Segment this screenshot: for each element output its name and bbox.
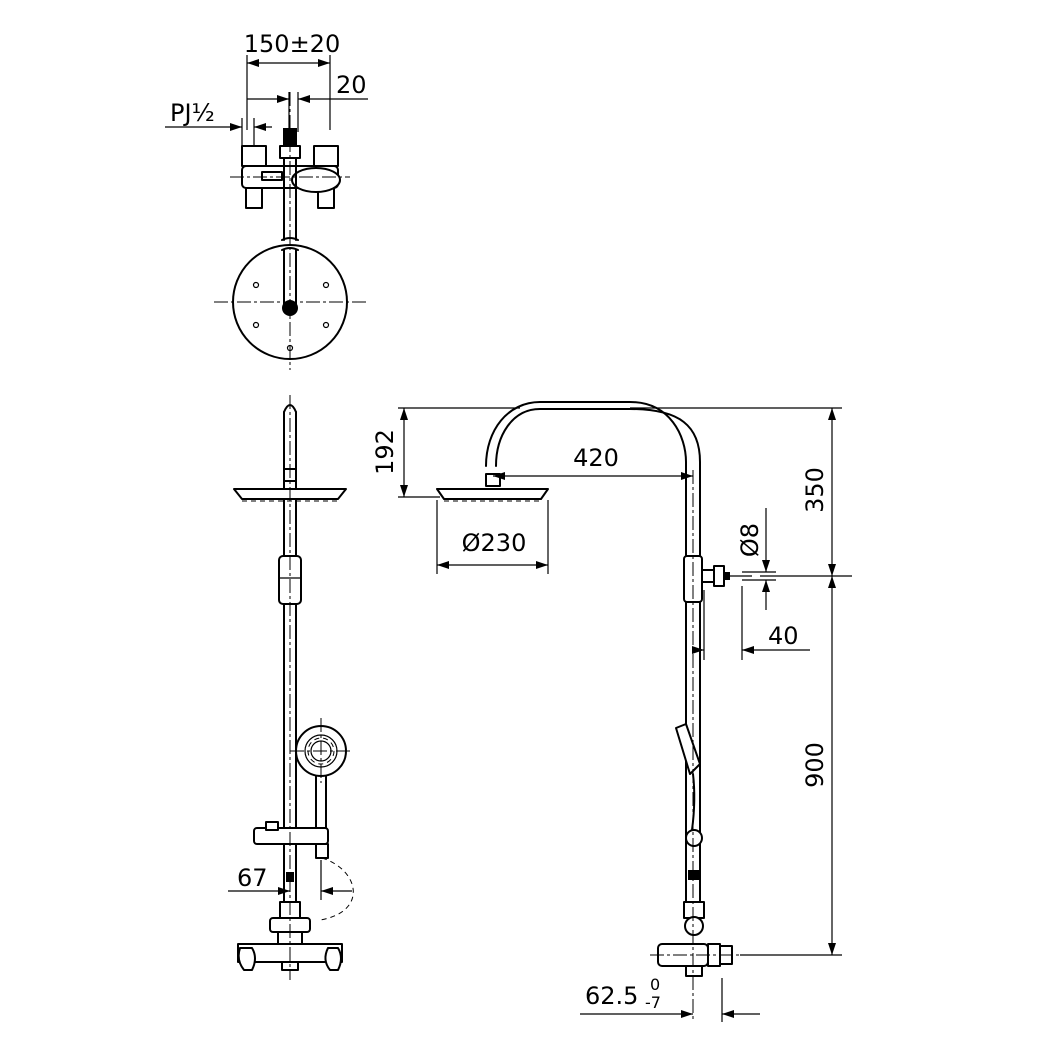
dim-hose-diameter-label: Ø8	[736, 523, 764, 557]
dim-upper-height-label: 350	[801, 467, 829, 513]
dim-tolerance-lower: -7	[645, 993, 661, 1012]
front-view: 67	[228, 395, 354, 980]
dim-rail-height-label: 900	[801, 742, 829, 788]
dim-wall-offset-label: 62.5	[585, 982, 638, 1010]
dim-thread-label: PJ½	[170, 99, 215, 127]
dim-arm-length-label: 420	[573, 444, 619, 472]
dim-head-height-label: 192	[371, 429, 399, 475]
top-view: 150±20 20 PJ½	[165, 30, 368, 370]
dim-offset-label: 20	[336, 71, 367, 99]
side-view: 192 420 Ø230 350 900 Ø8	[371, 401, 852, 1022]
dim-centers-label: 150±20	[244, 30, 340, 58]
dim-tolerance-upper: 0	[650, 975, 660, 994]
dim-head-diameter-label: Ø230	[462, 529, 527, 557]
dim-spout-offset-label: 67	[237, 864, 268, 892]
dim-bracket-offset-label: 40	[768, 622, 799, 650]
